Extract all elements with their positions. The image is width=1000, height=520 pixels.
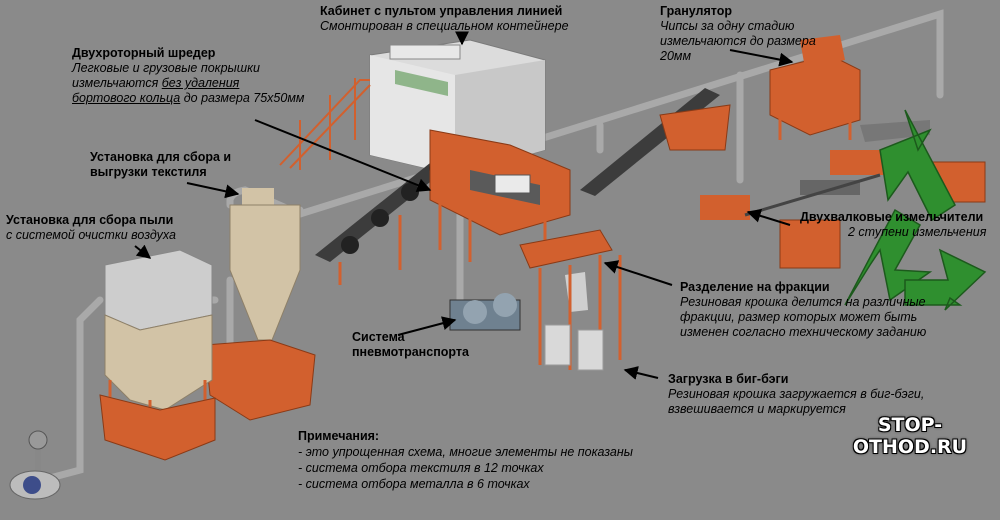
electrical-cabinets [779,161,986,269]
label-pneumo: Система пневмотранспорта [352,330,469,360]
textile-title2: выгрузки текстиля [90,165,207,179]
shredder-desc2: измельчаются без удаления [72,76,240,90]
dust-filter-unit [99,249,216,461]
cabinet-desc: Смонтирован в специальном контейнере [320,19,569,33]
callout-arrows [134,31,794,380]
bigbag-desc2: взвешивается и маркируется [668,402,846,416]
rollers-title: Двухвалковые измельчители [800,210,984,224]
note-item: - система отбора металла в 6 точках [298,477,530,491]
shredder-title: Двухроторный шредер [72,46,216,60]
label-rollers: Двухвалковые измельчители 2 ступени изме… [800,210,986,240]
label-granulator: Гранулятор Чипсы за одну стадию измельча… [660,4,816,64]
label-dust: Установка для сбора пыли с системой очис… [6,213,176,243]
label-textile: Установка для сбора и выгрузки текстиля [90,150,231,180]
fraction-desc2: фракции, размер которых может быть [680,310,918,324]
granulator-desc2: измельчаются до размера [660,34,816,48]
fraction-desc1: Резиновая крошка делится на различные [680,295,926,309]
dust-desc: с системой очистки воздуха [6,228,176,242]
pneumatic-transport [449,293,521,331]
recycle-icon [844,109,987,311]
rollers-desc: 2 ступени измельчения [848,225,987,239]
label-shredder: Двухроторный шредер Легковые и грузовые … [72,46,304,106]
fraction-separator [519,229,622,371]
roller-mills [700,150,885,220]
label-fraction: Разделение на фракции Резиновая крошка д… [680,280,926,340]
textile-title1: Установка для сбора и [90,150,232,164]
dust-title: Установка для сбора пыли [6,213,174,227]
brand-watermark: STOP-OTHOD.RU [852,414,968,458]
fraction-title: Разделение на фракции [680,280,830,294]
notes: Примечания: - это упрощенная схема, мног… [298,428,633,492]
granulator-desc1: Чипсы за одну стадию [660,19,795,33]
granulator-desc3: 20мм [660,49,692,63]
note-item: - это упрощенная схема, многие элементы … [298,445,633,459]
fraction-desc3: изменен согласно техническому заданию [680,325,927,339]
note-item: - система отбора текстиля в 12 точках [298,461,544,475]
granulator-conveyor [580,88,731,196]
shredder-desc1: Легковые и грузовые покрышки [72,61,260,75]
textile-cyclone [204,188,316,421]
label-bigbag: Загрузка в биг-бэги Резиновая крошка заг… [668,372,924,417]
label-cabinet: Кабинет с пультом управления линией Смон… [320,4,569,34]
granulator-title: Гранулятор [660,4,732,18]
pneumo-title1: Система [352,330,405,344]
exhaust-fan [9,430,61,500]
bigbag-title: Загрузка в биг-бэги [668,372,789,386]
bigbag-desc1: Резиновая крошка загружается в биг-бэги, [668,387,925,401]
shredder-machine [429,129,571,262]
notes-heading: Примечания: [298,429,380,443]
shredder-desc3: бортового кольца до размера 75х50мм [72,91,305,105]
pneumo-title2: пневмотранспорта [352,345,469,359]
cabinet-title: Кабинет с пультом управления линией [320,4,563,18]
